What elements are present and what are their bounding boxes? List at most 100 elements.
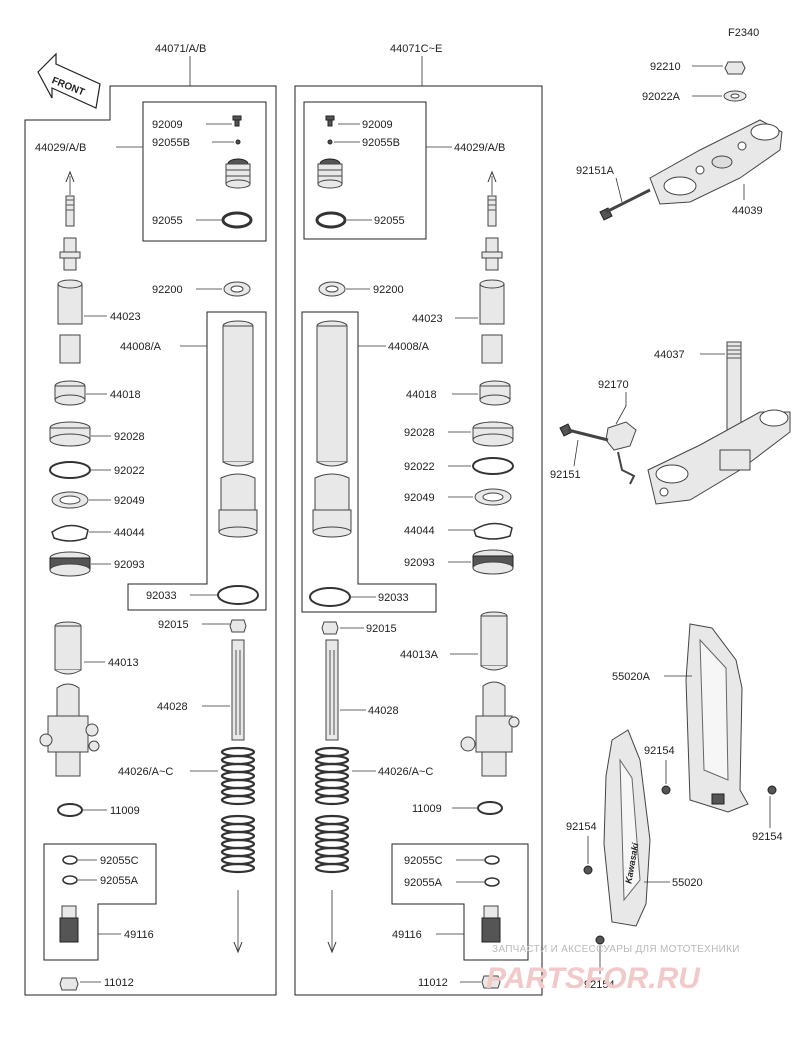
- spring-coil: [314, 862, 350, 874]
- right-clip-44044: [473, 522, 513, 540]
- left-label-92015: 92015: [158, 619, 189, 631]
- right-washer-92022: [472, 457, 514, 475]
- spring-coil: [220, 778, 256, 790]
- left-label-44026: 44026/A~C: [118, 766, 173, 778]
- label-92151: 92151: [550, 469, 581, 481]
- left-label-92055: 92055: [152, 215, 183, 227]
- right-inner-tube-box: [301, 311, 437, 613]
- figure-code: F2340: [728, 27, 759, 39]
- upper-triple-clamp-44039: [649, 119, 783, 205]
- spring-coil: [314, 838, 350, 850]
- left-oring-11009: [57, 803, 83, 817]
- left-inner-tube-box: [127, 311, 267, 611]
- label-92154-c: 92154: [566, 821, 597, 833]
- left-valve-kit-box: [43, 843, 157, 961]
- right-bushing-44018: [479, 380, 511, 406]
- right-fork-cap: [317, 158, 343, 189]
- left-label-44008: 44008/A: [120, 341, 162, 353]
- spring-coil: [220, 794, 256, 806]
- left-spring: [220, 746, 256, 874]
- right-label-92049: 92049: [404, 492, 435, 504]
- label-44039: 44039: [732, 205, 763, 217]
- left-bushing-92028: [49, 421, 91, 447]
- spring-coil: [220, 838, 256, 850]
- left-label-92049: 92049: [114, 495, 145, 507]
- spring-coil: [220, 746, 256, 758]
- watermark-line1: ЗАПЧАСТИ И АКСЕССУАРЫ ДЛЯ МОТОТЕХНИКИ: [492, 944, 740, 955]
- screw-92154-a: [661, 785, 671, 795]
- right-oring-92033: [309, 587, 351, 607]
- spring-coil: [314, 846, 350, 858]
- right-label-92033: 92033: [378, 592, 409, 604]
- spring-coil: [314, 746, 350, 758]
- right-assembly-frame: [294, 85, 543, 996]
- left-washer-92022: [49, 461, 91, 479]
- left-outer-tube: [39, 621, 100, 777]
- right-label-44026: 44026/A~C: [378, 766, 433, 778]
- right-label-92055: 92055: [374, 215, 405, 227]
- right-label-44028: 44028: [368, 705, 399, 717]
- left-cap-kit-box: [142, 101, 267, 242]
- left-label-44044: 44044: [114, 527, 145, 539]
- spring-coil: [314, 778, 350, 790]
- left-dust-seal-92093: [49, 551, 91, 577]
- right-inner-tube: [312, 320, 352, 538]
- right-outer-tube: [460, 611, 520, 777]
- bolt-92151A: [599, 188, 651, 221]
- right-bolt-11012: [481, 975, 501, 989]
- right-label-92028: 92028: [404, 427, 435, 439]
- right-label-44018: 44018: [406, 389, 437, 401]
- left-label-44023: 44023: [110, 311, 141, 323]
- right-label-92200: 92200: [373, 284, 404, 296]
- right-valve-49116: [481, 905, 501, 943]
- spring-coil: [314, 814, 350, 826]
- right-oring-11009: [477, 801, 503, 815]
- left-label-44013: 44013: [108, 657, 139, 669]
- left-label-44028: 44028: [157, 701, 188, 713]
- left-nut-92015: [229, 619, 247, 633]
- right-bushing-92028: [472, 421, 514, 447]
- left-damper-rod: [57, 195, 83, 364]
- spring-coil: [220, 814, 256, 826]
- right-cap-kit-box: [303, 101, 427, 240]
- left-oring-92055A: [62, 875, 78, 885]
- right-piston-rod: [325, 639, 339, 741]
- right-seal-92049: [474, 488, 512, 506]
- left-label-11012: 11012: [104, 977, 134, 989]
- screw-92154-c: [583, 865, 593, 875]
- header-right: 44071C~E: [390, 43, 442, 55]
- label-55020A: 55020A: [612, 671, 651, 683]
- spring-coil: [220, 786, 256, 798]
- left-clip-44044: [51, 524, 89, 542]
- left-piston-rod: [231, 639, 245, 741]
- left-label-49116: 49116: [124, 929, 154, 941]
- right-label-92015: 92015: [366, 623, 397, 635]
- spring-coil: [314, 754, 350, 766]
- right-label-92055C: 92055C: [404, 855, 443, 867]
- left-bolt-11012: [59, 977, 79, 991]
- label-92170: 92170: [598, 379, 629, 391]
- right-oring-92055C: [484, 855, 500, 865]
- right-label-92055A: 92055A: [404, 877, 443, 889]
- left-label-92022: 92022: [114, 465, 145, 477]
- fork-guard-55020: Kawasaki: [603, 729, 651, 927]
- spring-coil: [314, 786, 350, 798]
- left-label-92055B: 92055B: [152, 137, 190, 149]
- label-44037: 44037: [654, 349, 685, 361]
- left-inner-tube: [218, 320, 258, 538]
- bolt-92151: [559, 423, 609, 442]
- left-oring-92055B: [235, 139, 241, 145]
- right-oring-92055: [315, 211, 347, 229]
- label-92210: 92210: [650, 61, 681, 73]
- right-label-92093: 92093: [404, 557, 435, 569]
- left-label-92009: 92009: [152, 119, 183, 131]
- spring-coil: [220, 846, 256, 858]
- spring-coil: [314, 762, 350, 774]
- spring-coil: [220, 762, 256, 774]
- spring-coil: [220, 754, 256, 766]
- left-seal-92049: [51, 491, 89, 509]
- right-nut-92015: [321, 621, 339, 635]
- fork-guard-55020A: [685, 623, 749, 813]
- right-label-44023: 44023: [412, 313, 443, 325]
- left-label-92093: 92093: [114, 559, 145, 571]
